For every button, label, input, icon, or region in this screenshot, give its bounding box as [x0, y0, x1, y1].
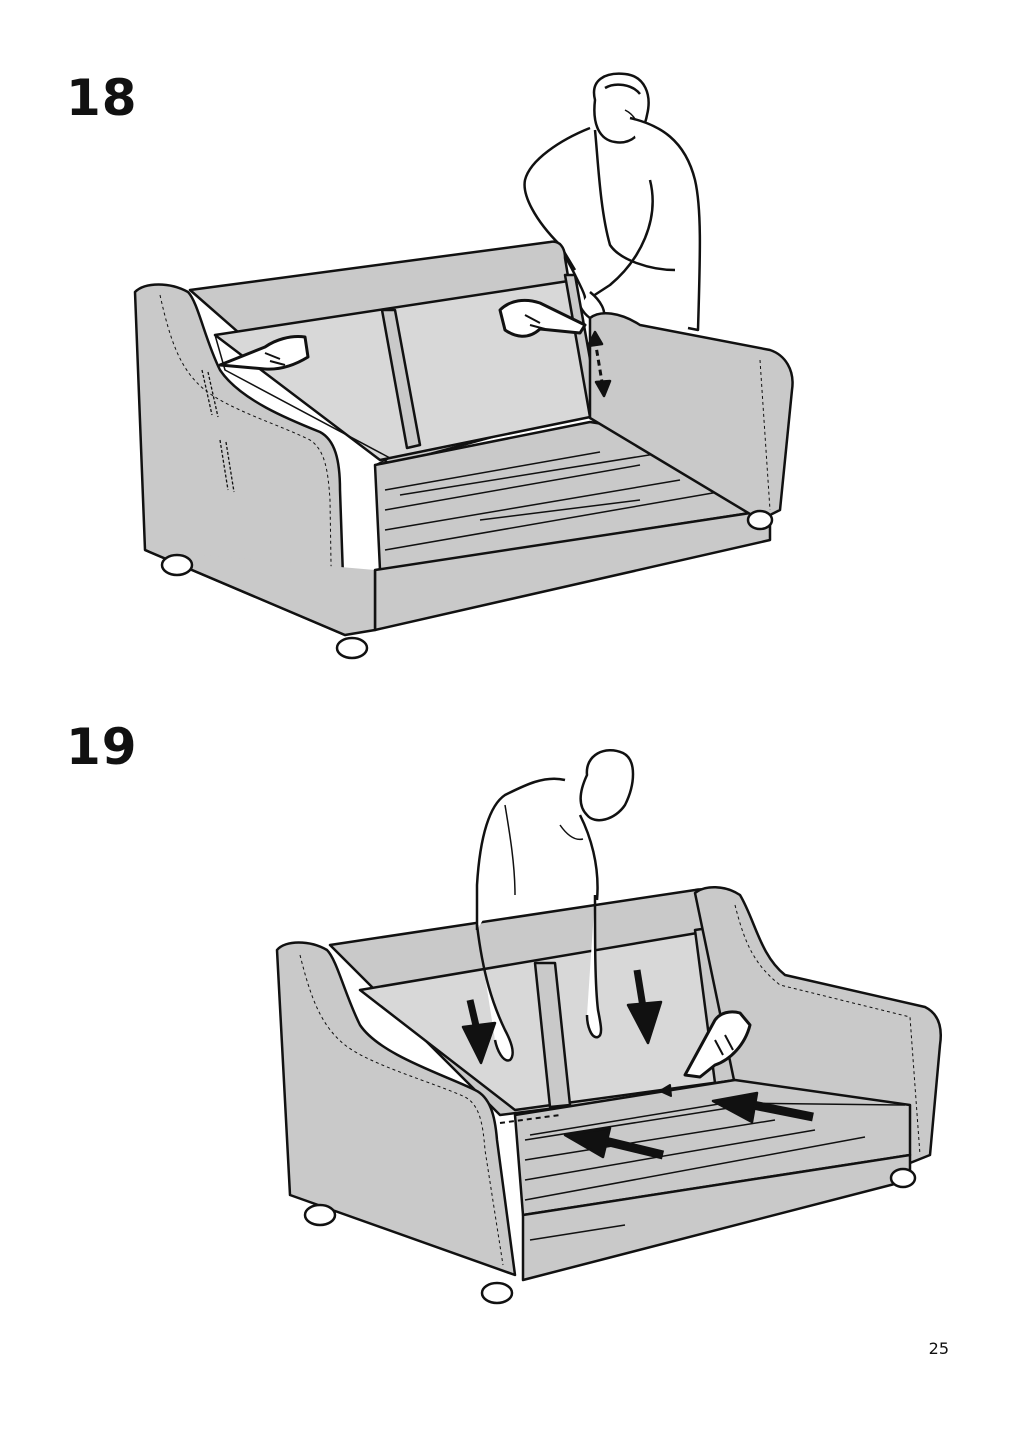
pointing-hand-icon: [218, 335, 310, 371]
step-19-illustration: [265, 745, 955, 1320]
double-arrow-icon: [499, 1082, 716, 1124]
double-arrow-icon: [201, 369, 235, 493]
down-arrow-icon: [626, 969, 663, 1045]
person-figure: [475, 749, 635, 1062]
sofa: [275, 886, 942, 1305]
double-arrow-icon: [586, 330, 612, 398]
sofa: [133, 240, 794, 660]
step-18-illustration: [120, 70, 810, 665]
step-number-19: 19: [66, 718, 138, 776]
pointing-hand-icon: [683, 1010, 752, 1079]
step-number-18: 18: [66, 69, 138, 127]
down-arrow-icon: [461, 999, 497, 1065]
push-arrow-icon: [711, 1091, 814, 1124]
page-number: 25: [928, 1339, 949, 1358]
push-arrow-icon: [563, 1126, 665, 1160]
person-figure: [523, 72, 702, 332]
pointing-hand-icon: [498, 298, 587, 338]
